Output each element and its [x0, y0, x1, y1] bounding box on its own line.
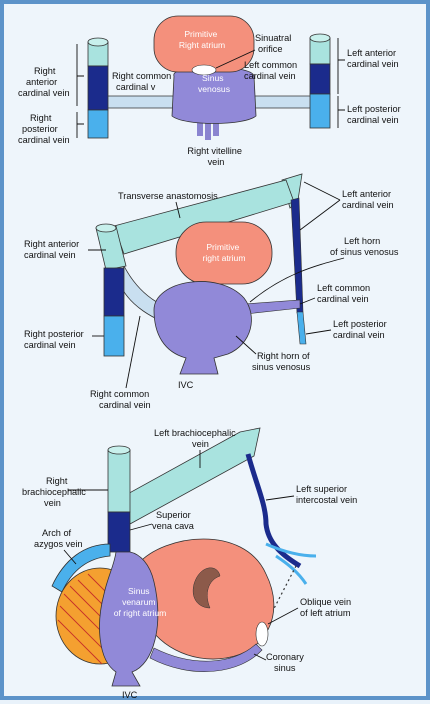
left-superior-intercostal-shape	[245, 453, 302, 569]
label-right-posterior-cardinal-a: Right posterior cardinal vein	[18, 113, 70, 145]
venous-development-diagram: Primitive Right atrium Sinus venosus Sin…	[18, 15, 403, 700]
label-left-common-cardinal-b: Left common cardinal vein	[317, 283, 373, 304]
label-sinus-venarum: Sinus venarum of right atrium	[114, 586, 167, 618]
sinuatrial-orifice-shape	[191, 64, 217, 76]
sinus-venosus-b-shape	[153, 281, 252, 375]
right-posterior-cardinal-shape	[87, 109, 109, 139]
label-primitive-right-atrium: Primitive Right atrium	[179, 29, 225, 50]
label-superior-vena-cava: Superior vena cava	[152, 510, 195, 531]
label-left-horn: Left horn of sinus venosus	[330, 236, 399, 257]
label-primitive-right-atrium-b: Primitive right atrium	[203, 242, 246, 263]
superior-vena-cava-shape	[107, 511, 131, 553]
left-posterior-cardinal-shape	[309, 93, 331, 129]
label-left-common-cardinal-a: Left common cardinal vein	[244, 60, 300, 81]
label-left-brachiocephalic: Left brachiocephalic vein	[154, 428, 238, 449]
right-common-cardinal-shape	[87, 65, 109, 111]
coronary-sinus-shape	[149, 643, 263, 672]
label-left-posterior-cardinal-b: Left posterior cardinal vein	[333, 319, 389, 340]
label-ivc-b: IVC	[178, 380, 194, 390]
label-arch-of-azygos: Arch of azygos vein	[34, 528, 83, 549]
label-right-common-cardinal-b: Right common cardinal vein	[90, 389, 152, 410]
label-right-anterior-cardinal-a: Right anterior cardinal vein	[18, 66, 70, 98]
left-common-cardinal-b-shape	[243, 299, 301, 315]
label-right-horn: Right horn of sinus venosus	[252, 351, 312, 372]
label-right-common-cardinal-a: Right common cardinal v	[112, 71, 174, 92]
label-transverse-anastomosis: Transverse anastomosis	[118, 191, 218, 201]
label-right-brachiocephalic: Right brachiocephalic vein	[22, 476, 88, 508]
label-left-anterior-cardinal-b: Left anterior cardinal vein	[342, 189, 394, 210]
label-right-vitelline-vein: Right vitelline vein	[187, 146, 244, 167]
panel-b: Transverse anastomosis Left anterior car…	[24, 173, 399, 410]
right-posterior-cardinal-b-shape	[103, 315, 125, 357]
label-left-anterior-cardinal-a: Left anterior cardinal vein	[347, 48, 399, 69]
sinus-venarum-shape	[99, 551, 159, 687]
label-right-posterior-cardinal-b: Right posterior cardinal vein	[24, 329, 86, 350]
panel-c: Left brachiocephalic vein Right brachioc…	[22, 427, 357, 700]
label-coronary-sinus: Coronary sinus	[266, 652, 306, 673]
label-left-posterior-cardinal-a: Left posterior cardinal vein	[347, 104, 403, 125]
label-oblique-vein: Oblique vein of left atrium	[300, 597, 354, 618]
label-right-anterior-cardinal-b: Right anterior cardinal vein	[24, 239, 82, 260]
label-sinus-venosus: Sinus venosus	[198, 73, 230, 94]
auricle-shape	[192, 567, 221, 609]
right-brachiocephalic-shape	[107, 449, 131, 513]
left-posterior-cardinal-b-shape	[296, 311, 307, 345]
label-ivc-c: IVC	[122, 690, 138, 700]
left-cardinal-b-shape	[290, 197, 304, 314]
panel-a: Primitive Right atrium Sinus venosus Sin…	[18, 15, 403, 167]
left-common-cardinal-shape	[309, 63, 331, 95]
label-left-superior-intercostal: Left superior intercostal vein	[296, 484, 357, 505]
label-sinuatrial-orifice: Sinuatral orifice	[255, 33, 294, 54]
right-cardinal-b-shape	[103, 267, 125, 317]
primitive-right-atrium-b-shape	[175, 221, 273, 285]
